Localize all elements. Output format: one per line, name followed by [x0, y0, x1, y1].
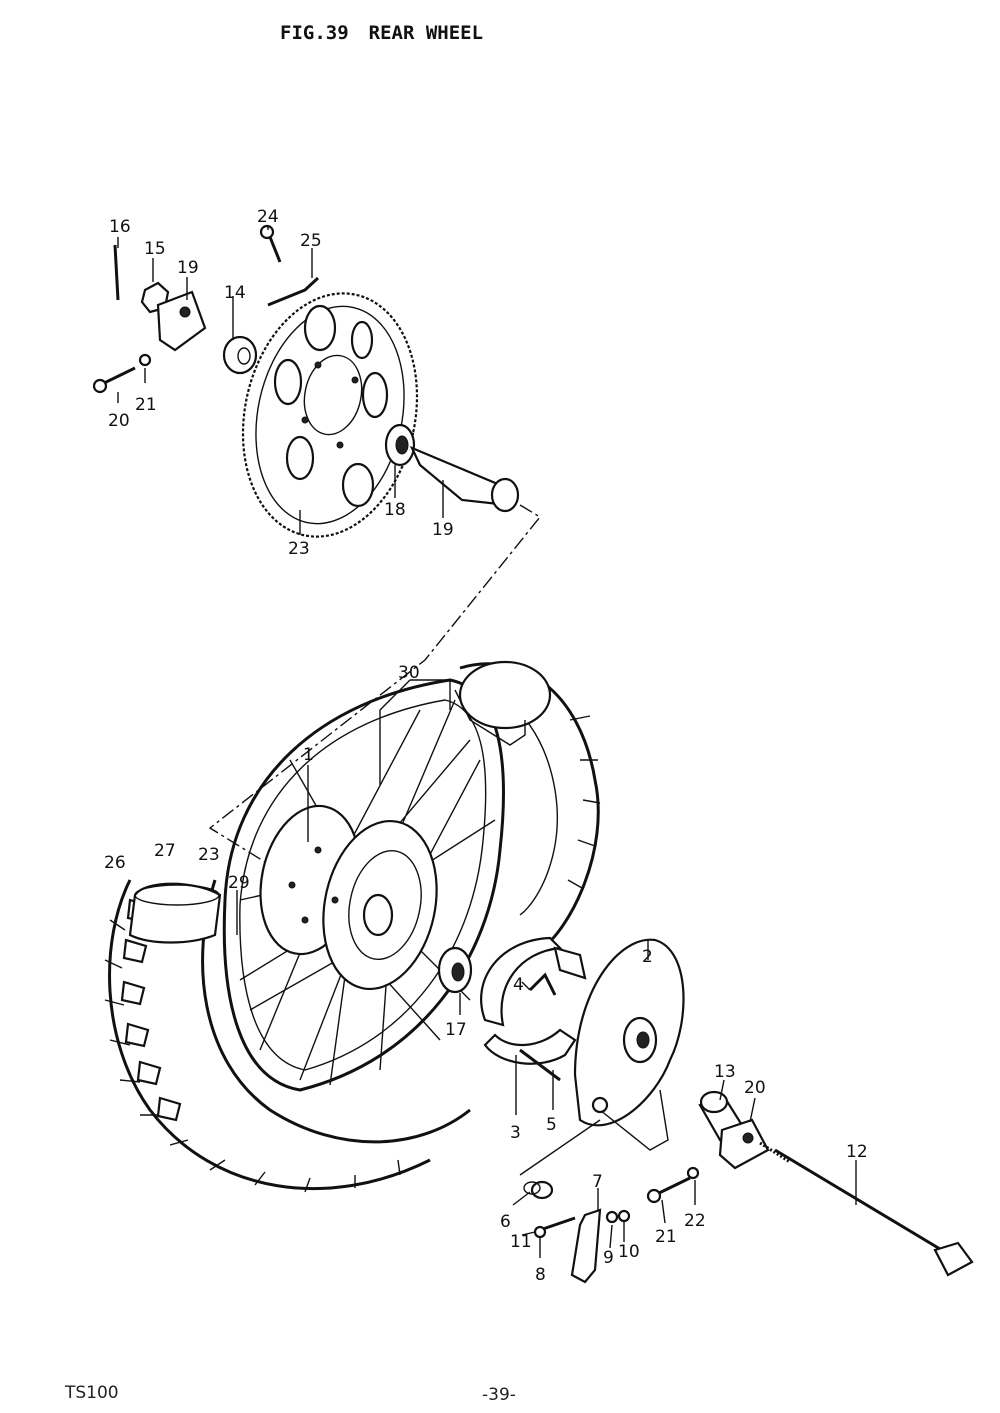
callout-16: 16: [109, 217, 131, 237]
rim-band-drawing: [128, 882, 222, 944]
sprocket-drawing: [241, 292, 419, 538]
callout-18: 18: [384, 500, 406, 520]
callout-1: 1: [303, 745, 314, 765]
callout-20-upper: 19: [177, 258, 199, 278]
callout-8: 8: [535, 1265, 546, 1285]
rim-drawing: [222, 678, 505, 1092]
axle-drawing: [646, 1090, 974, 1277]
callout-5: 5: [546, 1115, 557, 1135]
callout-26: 26: [104, 853, 126, 873]
callout-20-lower: 20: [744, 1078, 766, 1098]
callout-22-lower: 22: [684, 1211, 706, 1231]
brake-arm-drawing: [523, 1180, 631, 1284]
callout-15: 15: [144, 239, 166, 259]
callout-30: 30: [398, 663, 420, 683]
alignment-line: [208, 504, 542, 863]
callout-14: 14: [224, 283, 246, 303]
callout-11: 11: [510, 1232, 532, 1252]
model-code: TS100: [65, 1383, 119, 1403]
callout-29: 29: [228, 873, 250, 893]
callout-2: 2: [642, 947, 653, 967]
callout-23-upper: 23: [288, 539, 310, 559]
figure-title: FIG.39 REAR WHEEL: [280, 22, 483, 44]
callout-19: 19: [432, 520, 454, 540]
callout-10: 10: [618, 1242, 640, 1262]
callout-21-upper: 20: [108, 411, 130, 431]
leader-lines: [117, 226, 857, 1258]
callout-labels: 16 15 19 14 20 21 24 25 23 18 19 30 1 26…: [104, 207, 868, 1285]
callout-6: 6: [500, 1212, 511, 1232]
callout-4: 4: [513, 975, 524, 995]
callout-17: 17: [445, 1020, 467, 1040]
page-number: -39-: [482, 1385, 516, 1405]
hub-drawing: [259, 804, 438, 991]
callout-21-lower: 21: [655, 1227, 677, 1247]
figure-number: FIG.39: [280, 22, 349, 44]
axle-sleeve-drawing: [384, 423, 520, 513]
callout-27: 27: [154, 841, 176, 861]
brake-drawing: [437, 936, 685, 1151]
callout-22-upper: 21: [135, 395, 157, 415]
callout-13: 13: [714, 1062, 736, 1082]
callout-23-lower: 23: [198, 845, 220, 865]
callout-25: 25: [300, 231, 322, 251]
callout-3: 3: [510, 1123, 521, 1143]
mud-flap-drawing: [454, 660, 552, 746]
small-parts-upper-drawing: [92, 224, 320, 394]
callout-12: 12: [846, 1142, 868, 1162]
callout-9: 9: [603, 1248, 614, 1268]
callout-7: 7: [592, 1172, 603, 1192]
figure-name: REAR WHEEL: [368, 22, 484, 44]
callout-24: 24: [257, 207, 279, 227]
